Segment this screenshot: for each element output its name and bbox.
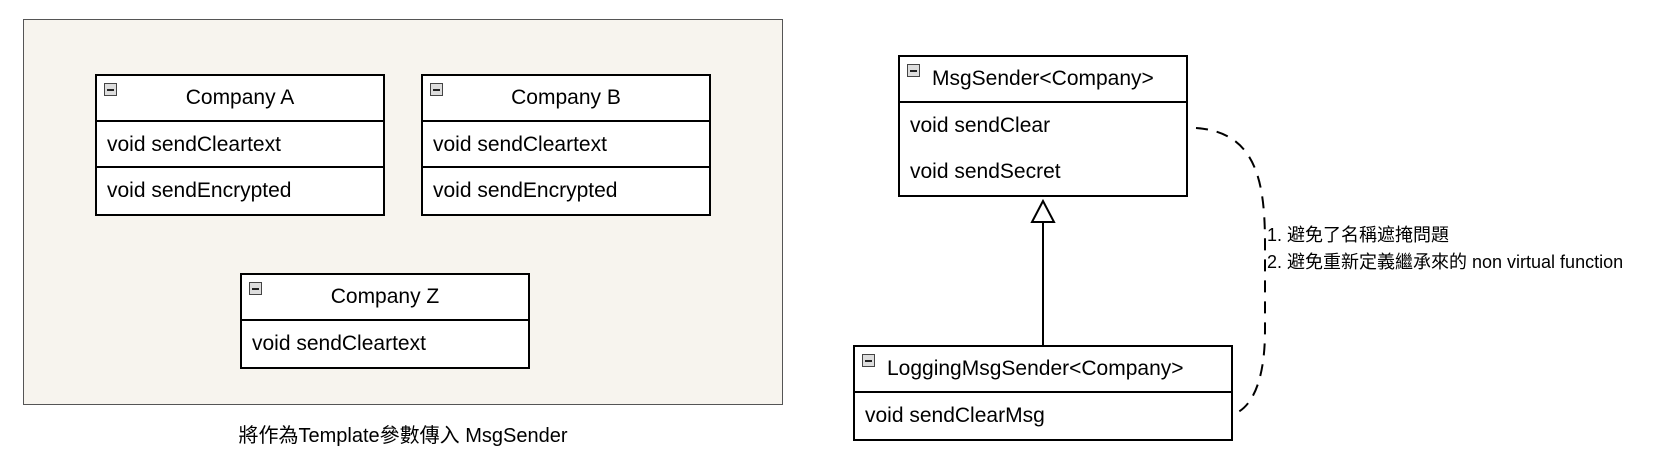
class-header: Company Z [242, 275, 528, 321]
method-row: void sendSecret [910, 160, 1061, 183]
collapse-icon[interactable] [249, 282, 262, 295]
method-row: void sendEncrypted [107, 179, 292, 202]
class-msg-sender[interactable]: MsgSender<Company> void sendClear void s… [898, 55, 1188, 197]
method-row: void sendEncrypted [433, 179, 618, 202]
class-header: LoggingMsgSender<Company> [855, 347, 1231, 393]
panel-caption: 將作為Template參數傳入 MsgSender [238, 425, 568, 447]
method-row: void sendCleartext [252, 332, 426, 355]
class-header: Company A [97, 76, 383, 122]
class-company-z[interactable]: Company Z void sendCleartext [240, 273, 530, 369]
class-logging-msg-sender[interactable]: LoggingMsgSender<Company> void sendClear… [853, 345, 1233, 441]
note-line-2: 2. 避免重新定義繼承來的 non virtual function [1267, 252, 1624, 272]
method-row: void sendCleartext [97, 122, 383, 168]
class-company-a[interactable]: Company A void sendCleartext void sendEn… [95, 74, 385, 216]
class-name: Company Z [330, 285, 440, 308]
collapse-icon[interactable] [104, 83, 117, 96]
collapse-icon[interactable] [430, 83, 443, 96]
note-dashed-link [1195, 127, 1266, 415]
class-company-b[interactable]: Company B void sendCleartext void sendEn… [421, 74, 711, 216]
class-name: Company B [511, 86, 621, 109]
class-name: LoggingMsgSender<Company> [887, 357, 1184, 380]
design-note: 1. 避免了名稱遮掩問題 2. 避免重新定義繼承來的 non virtual f… [1267, 222, 1623, 276]
note-line-1: 1. 避免了名稱遮掩問題 [1267, 225, 1450, 245]
inheritance-arrowhead [1030, 198, 1056, 223]
method-row: void sendClearMsg [865, 404, 1045, 427]
collapse-icon[interactable] [907, 64, 920, 77]
collapse-icon[interactable] [862, 354, 875, 367]
method-row: void sendClear [910, 114, 1051, 137]
method-row: void sendCleartext [423, 122, 709, 168]
class-header: MsgSender<Company> [900, 57, 1186, 103]
class-header: Company B [423, 76, 709, 122]
class-name: MsgSender<Company> [932, 67, 1154, 90]
class-name: Company A [185, 86, 295, 109]
